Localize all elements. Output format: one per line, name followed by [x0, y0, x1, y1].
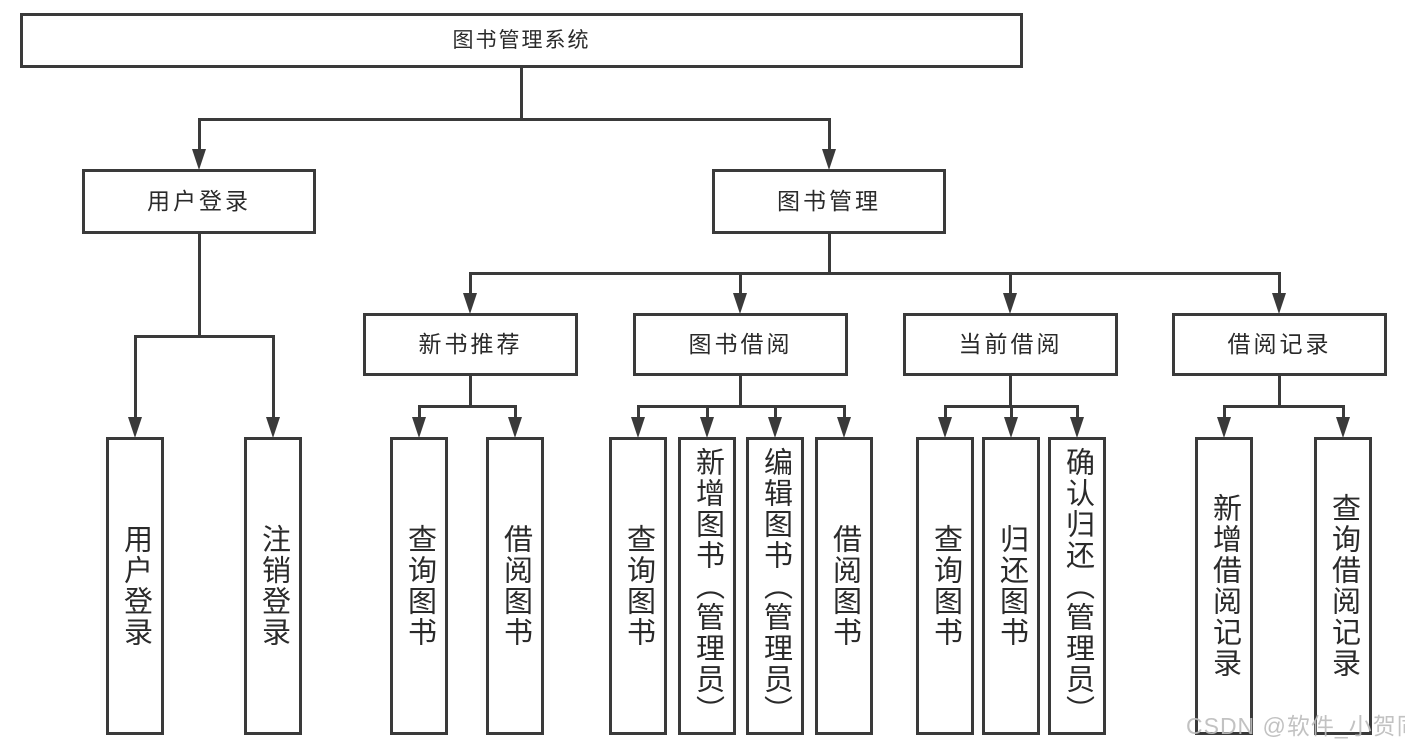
connector-stem-line: [1009, 405, 1013, 422]
connector-stem-line: [1009, 272, 1012, 298]
leaf-return-book: 归还图书: [982, 437, 1040, 735]
leaf-query-books-borrow: 查询图书: [609, 437, 667, 735]
node-new-book-recommendation: 新书推荐: [363, 313, 578, 376]
node-book-borrowing: 图书借阅: [633, 313, 848, 376]
arrow-down-icon: [1069, 417, 1084, 438]
arrow-down-icon: [630, 417, 645, 438]
connector-trunk-line: [469, 374, 472, 408]
connector-stem-line: [417, 405, 421, 422]
connector-split-line: [636, 405, 846, 408]
connector-stem-line: [1278, 272, 1281, 298]
arrow-down-icon: [463, 293, 477, 314]
leaf-edit-book-admin: 编辑图书（管理员）: [746, 437, 804, 735]
connector-stem-line: [1222, 405, 1226, 422]
connector-stem-line: [943, 405, 947, 422]
arrow-down-icon: [1003, 417, 1018, 438]
arrow-down-icon: [1216, 417, 1231, 438]
arrow-down-icon: [699, 417, 714, 438]
arrow-down-icon: [1335, 417, 1350, 438]
arrow-down-icon: [507, 417, 522, 438]
leaf-add-borrow-record: 新增借阅记录: [1195, 437, 1253, 735]
connector-stem-line: [469, 272, 472, 298]
node-borrowing-records: 借阅记录: [1172, 313, 1387, 376]
node-current-borrowing: 当前借阅: [903, 313, 1118, 376]
watermark: CSDN @软件_小贺同学: [1186, 713, 1405, 739]
leaf-add-book-admin: 新增图书（管理员）: [678, 437, 736, 735]
connector-trunk-line: [1009, 374, 1012, 408]
connector-stem-line: [636, 405, 640, 422]
connector-stem-line: [271, 335, 275, 422]
leaf-query-books-recommend: 查询图书: [390, 437, 448, 735]
arrow-down-icon: [411, 417, 426, 438]
connector-stem-line: [1341, 405, 1345, 422]
node-user-login: 用户登录: [82, 169, 316, 234]
leaf-query-books-current: 查询图书: [916, 437, 974, 735]
arrow-down-icon: [821, 149, 836, 170]
connector-stem-line: [133, 335, 137, 422]
connector-trunk-line: [1278, 374, 1281, 408]
connector-trunk-line: [827, 232, 831, 275]
node-book-management: 图书管理: [712, 169, 946, 234]
connector-trunk-line: [197, 232, 201, 338]
connector-stem-line: [1075, 405, 1079, 422]
leaf-confirm-return-admin: 确认归还（管理员）: [1048, 437, 1106, 735]
leaf-query-borrow-record: 查询借阅记录: [1314, 437, 1372, 735]
arrow-down-icon: [836, 417, 851, 438]
connector-split-line: [469, 272, 1281, 275]
connector-split-line: [197, 118, 831, 121]
leaf-user-login: 用户登录: [106, 437, 164, 735]
node-root: 图书管理系统: [20, 13, 1023, 68]
connector-stem-line: [739, 272, 742, 298]
connector-stem-line: [197, 118, 201, 154]
arrow-down-icon: [265, 417, 280, 438]
connector-stem-line: [705, 405, 709, 422]
connector-stem-line: [773, 405, 777, 422]
leaf-logout-login: 注销登录: [244, 437, 302, 735]
arrow-down-icon: [1003, 293, 1017, 314]
connector-stem-line: [827, 118, 831, 154]
arrow-down-icon: [733, 293, 747, 314]
leaf-borrow-books-borrow: 借阅图书: [815, 437, 873, 735]
arrow-down-icon: [127, 417, 142, 438]
connector-split-line: [1222, 405, 1345, 408]
connector-stem-line: [513, 405, 517, 422]
connector-stem-line: [842, 405, 846, 422]
connector-trunk-line: [739, 374, 742, 408]
connector-split-line: [417, 405, 517, 408]
arrow-down-icon: [191, 149, 206, 170]
arrow-down-icon: [937, 417, 952, 438]
connector-split-line: [133, 335, 275, 338]
leaf-borrow-books-recommend: 借阅图书: [486, 437, 544, 735]
connector-trunk-line: [520, 66, 523, 121]
arrow-down-icon: [767, 417, 782, 438]
arrow-down-icon: [1272, 293, 1286, 314]
